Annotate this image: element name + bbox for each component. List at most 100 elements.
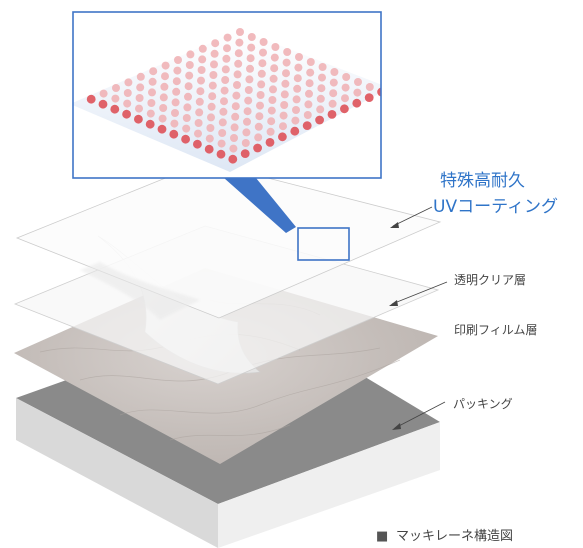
coating-dot [112,84,120,92]
coating-dot [208,81,217,90]
coating-dot [266,127,275,136]
coating-dot [377,87,381,97]
coating-dot [279,122,287,131]
uv-peel-shadow [80,262,200,320]
coating-dot [136,72,145,81]
coating-dot [271,43,280,51]
coating-dot [303,111,312,119]
coating-dot [181,134,191,144]
coating-dot [211,39,220,48]
coating-dot [329,78,338,87]
coating-dot [158,114,167,123]
coating-dot [304,100,313,109]
coating-dot [354,78,362,86]
uv-label-line2: UVコーティング [433,197,558,217]
coating-dot [204,144,214,154]
coating-dot [305,79,314,88]
coating-dot [171,98,180,107]
coating-dot [329,89,338,98]
coating-dot [185,61,194,69]
coating-dot [257,80,266,89]
coating-dot [210,60,218,69]
coating-dot [291,116,300,125]
coating-dot [197,76,205,85]
coating-dot [243,107,252,116]
coating-dot [161,72,169,81]
coating-dot [254,122,263,131]
coating-dot [98,99,108,109]
coating-dot [352,98,362,108]
coating-dot [330,68,339,76]
coating-dot [122,109,131,119]
coating-dot [281,79,290,88]
print-film-label: 印刷フィルム層 [454,323,538,337]
coating-dot [268,96,277,104]
coating-dot [246,64,254,73]
coating-dot [255,112,264,121]
zoom-pointer [224,178,296,233]
coating-dot [327,110,337,119]
coating-dot [111,94,120,103]
coating-dot [186,50,195,59]
coating-dot [184,92,192,101]
coating-dot [194,119,203,127]
coating-dot [265,138,275,147]
coating-dot [182,124,191,133]
coating-dot [169,129,179,139]
zoom-panel-frame [72,11,382,179]
coating-dot [220,97,228,106]
coating-dot [247,33,256,41]
packing-label: パッキング [453,397,513,411]
coating-dot [147,99,156,107]
coating-dot [222,54,231,63]
caption-square-icon: ■ [376,529,388,544]
coating-dot [221,76,230,84]
coating-dot [316,94,325,103]
coating-dot [234,59,243,68]
coating-dot [244,96,253,105]
coating-dot [231,102,240,111]
coating-dot [183,103,192,112]
coating-dot [269,74,278,83]
coating-dot [195,97,204,106]
coating-dot [210,49,219,58]
coating-dot [160,82,169,91]
coating-dot [257,69,266,78]
coating-dot [195,108,204,117]
coating-dot [217,139,226,148]
coating-dot [123,99,132,108]
coating-dot [134,114,143,124]
packing-leader-arrow [392,423,401,430]
coating-dot [293,84,302,93]
coating-dot [341,83,350,92]
coating-dot [278,132,287,142]
packing-left-face [16,398,218,548]
coating-dot [193,139,202,149]
coating-dot [171,109,179,117]
coating-dot [253,143,262,153]
coating-dot [124,78,133,87]
coating-dot [279,111,288,120]
coating-dot [243,117,251,126]
coating-dot [240,149,250,159]
coating-dot [256,101,264,110]
coating-dot [185,71,194,80]
coating-dot [184,82,193,91]
coating-dot [172,87,181,96]
coating-dot [234,49,243,58]
coating-dot [290,126,300,136]
coating-dot [353,88,362,97]
uv-label-line1: 特殊高耐久 [440,171,525,191]
clear-leader-arrow [389,300,398,306]
coating-dot [170,119,179,128]
uv-coating-layer [15,161,442,320]
coating-dot [208,92,217,101]
coating-dot [259,48,267,57]
coating-dot [292,95,301,104]
uv-coating-dot-grid [86,28,381,164]
coating-dot [223,33,232,42]
coating-dot [197,66,206,74]
coating-dot [316,105,325,114]
coating-dot [318,73,326,82]
